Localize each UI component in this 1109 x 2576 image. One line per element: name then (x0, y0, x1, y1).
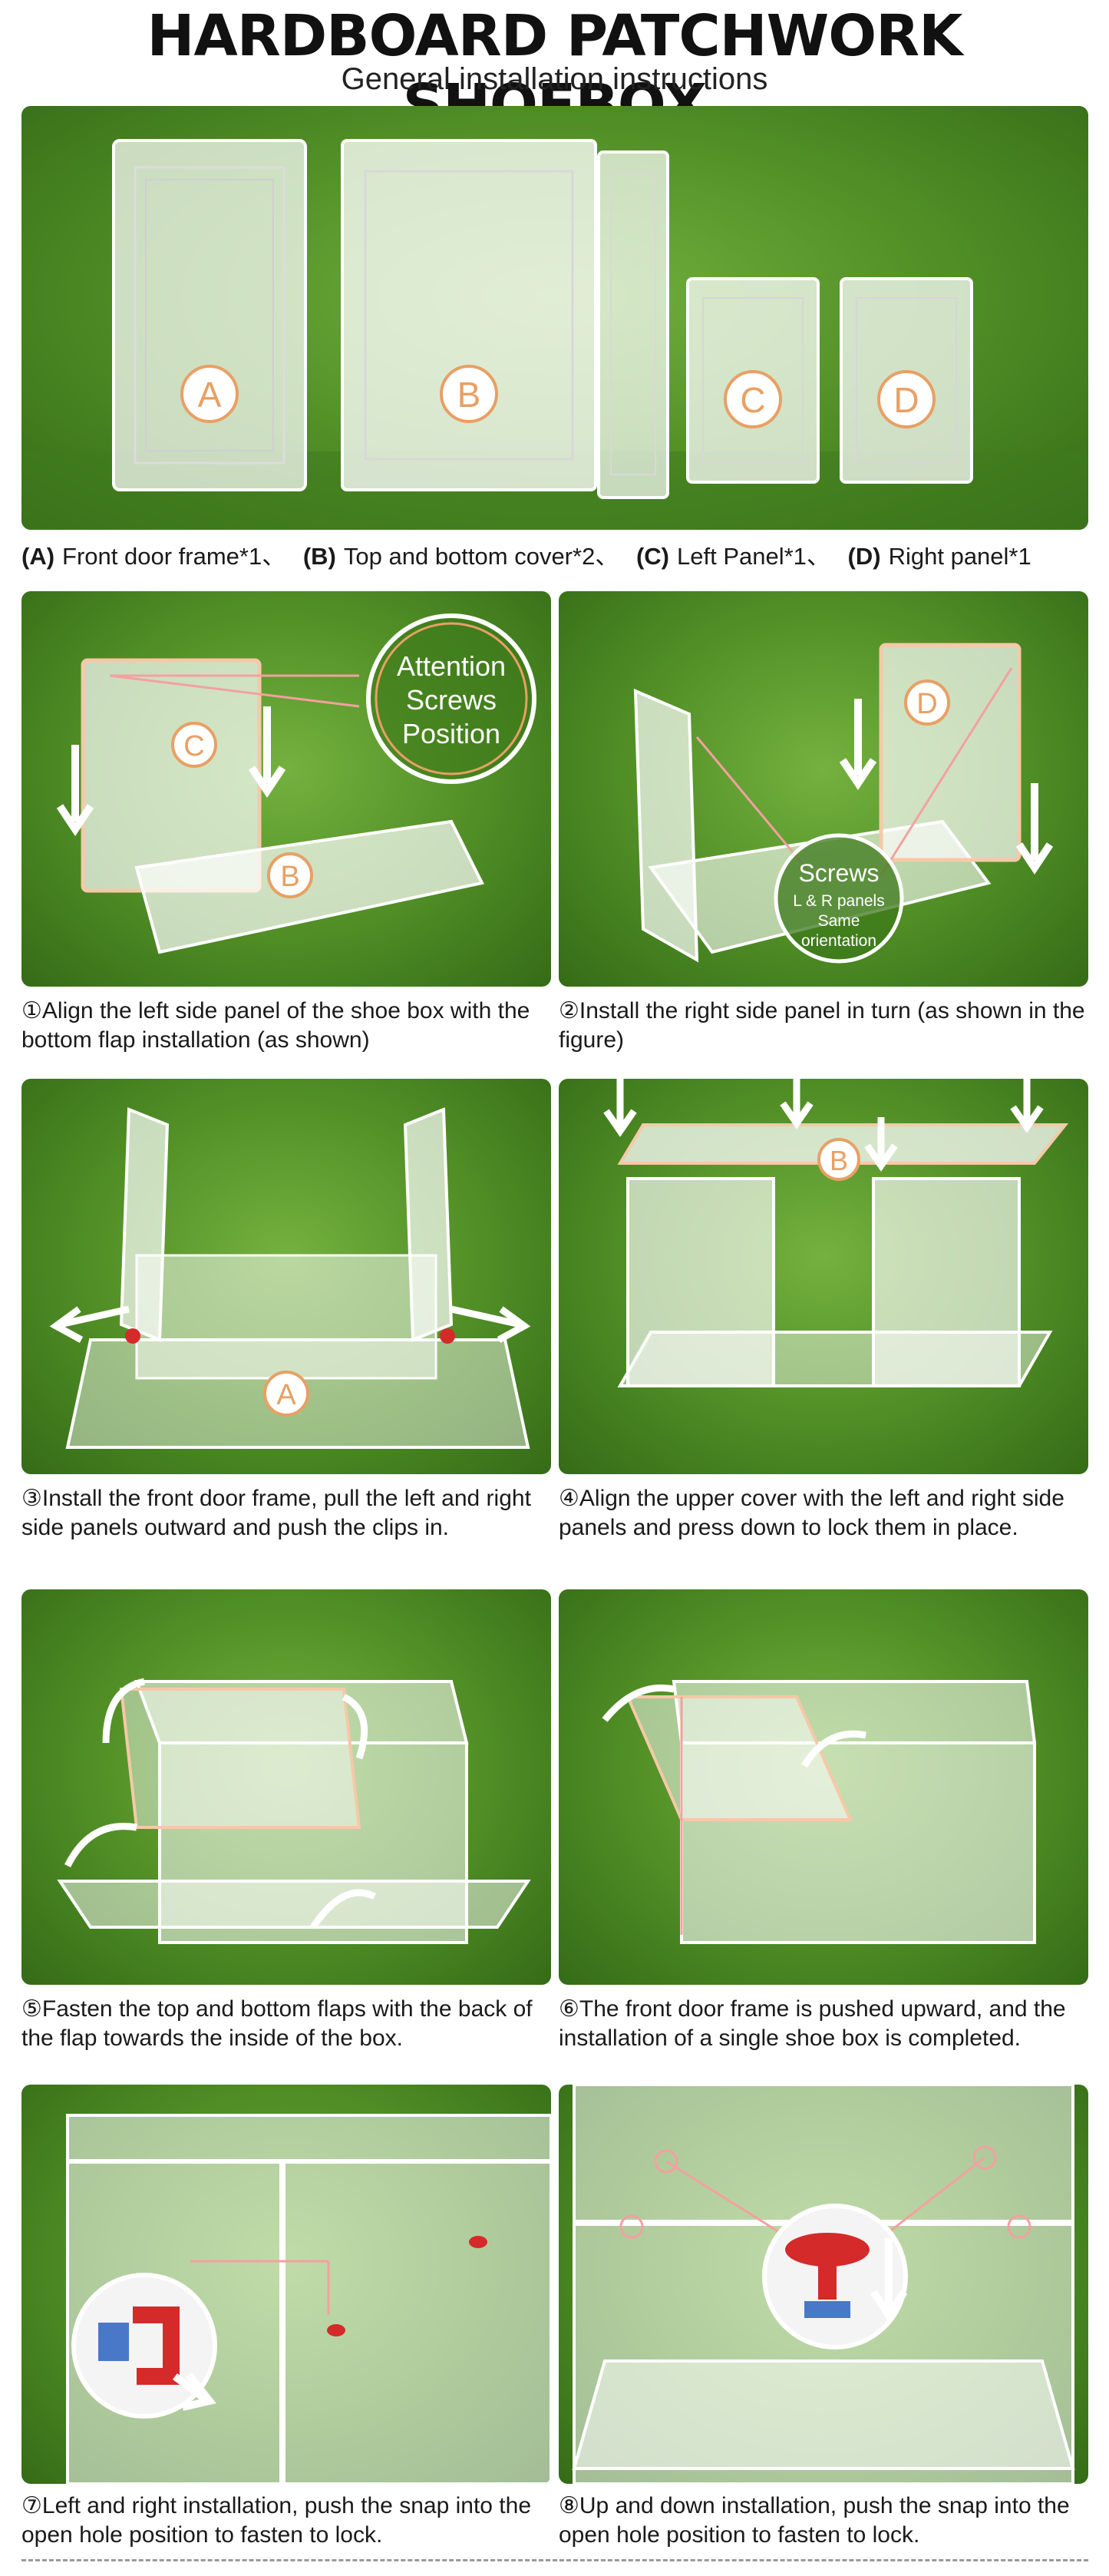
step-8-caption: ⑧Up and down installation, push the snap… (559, 2493, 1070, 2548)
step-5-caption: ⑤Fasten the top and bottom flaps with th… (21, 1996, 533, 2051)
down-arrow-icon (248, 706, 286, 799)
svg-text:Same: Same (818, 912, 860, 930)
step-6-caption: ⑥The front door frame is pushed upward, … (559, 1996, 1066, 2051)
svg-text:L & R panels: L & R panels (793, 892, 884, 910)
part-d-tag: (D) (847, 543, 881, 570)
part-a-tag: (A) (21, 543, 55, 570)
page-subtitle: General installation instructions (341, 62, 768, 96)
step-1-image: C B Attention Screws Position (21, 591, 551, 987)
step-3-caption: ③Install the front door frame, pull the … (21, 1486, 531, 1540)
step-4-caption: ④Align the upper cover with the left and… (559, 1486, 1064, 1540)
badge-c: C (724, 370, 782, 428)
step-2-image: D Screws L & R panels Same orientation (559, 591, 1088, 987)
part-a-text: Front door frame*1、 (62, 543, 286, 570)
part-b-tag: (B) (302, 543, 336, 570)
down-arrow-icon (1010, 1079, 1044, 1133)
curved-arrow-icon (310, 1889, 377, 1930)
parts-illustration: A B C D (21, 139, 1088, 530)
svg-text:Attention: Attention (397, 650, 506, 682)
step-1-caption: ①Align the left side panel of the shoe b… (21, 998, 530, 1053)
svg-text:C: C (183, 730, 204, 762)
svg-text:orientation: orientation (801, 932, 876, 950)
step-8-image (559, 2085, 1088, 2484)
part-d-text: Right panel*1 (888, 543, 1031, 570)
panel-a-shape (112, 139, 307, 491)
snap-magnifier (71, 2273, 217, 2419)
down-arrow-icon (603, 1079, 637, 1137)
down-arrow-icon (870, 2238, 908, 2323)
svg-text:A: A (276, 1379, 296, 1411)
left-arrow-icon (49, 1305, 130, 1343)
screws-callout: Screws L & R panels Same orientation (774, 833, 904, 964)
down-arrow-icon (780, 1079, 814, 1129)
push-arrow-icon (173, 2372, 216, 2411)
svg-text:Screws: Screws (406, 684, 497, 716)
step-2-caption: ②Install the right side panel in turn (a… (559, 998, 1085, 1053)
step-7-image (21, 2085, 551, 2484)
snap-hole (327, 2324, 345, 2336)
step-4-image: B (559, 1079, 1088, 1474)
svg-text:B: B (830, 1145, 848, 1176)
part-c-text: Left Panel*1、 (677, 543, 830, 570)
curved-arrow-icon (342, 1693, 368, 1760)
svg-text:D: D (893, 380, 919, 420)
down-arrow-icon (839, 699, 877, 791)
svg-text:C: C (740, 380, 765, 420)
down-arrow-icon (864, 1117, 898, 1172)
parts-list: (A) Front door frame*1、 (B) Top and bottom… (21, 537, 1088, 576)
page-title: HARDBOARD PATCHWORK SHOEBOX (147, 3, 963, 138)
part-b-text: Top and bottom cover*2、 (343, 543, 619, 570)
bottom-divider (21, 2559, 1088, 2561)
svg-text:B: B (457, 375, 481, 415)
svg-text:Screws: Screws (799, 859, 880, 887)
down-arrow-icon (1015, 783, 1054, 875)
step-3-image: A (21, 1079, 551, 1474)
badge-b: B (440, 365, 498, 423)
panel-b-shape (341, 139, 669, 499)
step-5-image (21, 1589, 551, 1985)
snap-magnifier (762, 2204, 908, 2349)
curved-arrow-icon (602, 1684, 675, 1722)
svg-text:B: B (280, 861, 299, 893)
curved-arrow-icon (64, 1823, 137, 1868)
down-arrow-icon (56, 745, 94, 837)
badge-d: D (877, 370, 936, 428)
curved-arrow-icon (102, 1678, 146, 1744)
snap-hole (469, 2236, 487, 2248)
badge-a: A (180, 365, 239, 423)
svg-text:Position: Position (402, 718, 500, 749)
svg-text:A: A (198, 375, 222, 415)
svg-text:D: D (916, 688, 937, 720)
curved-arrow-icon (801, 1730, 866, 1768)
attention-callout: Attention Screws Position (366, 613, 536, 784)
parts-overview-image: A B C D (21, 106, 1088, 530)
part-c-tag: (C) (635, 543, 669, 570)
step-6-image (559, 1589, 1088, 1985)
step-7-caption: ⑦Left and right installation, push the s… (21, 2493, 531, 2548)
right-arrow-icon (451, 1305, 531, 1343)
